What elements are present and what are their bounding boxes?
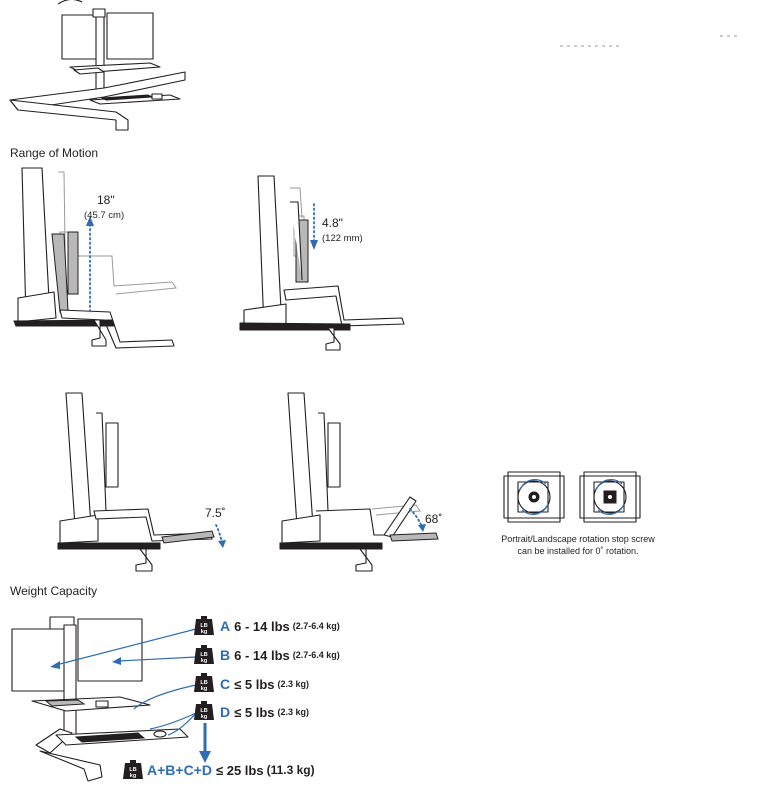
weight-capacity-illustration xyxy=(11,616,211,782)
keyboard-tilt-illustration xyxy=(57,392,226,572)
weight-metric: (2.3 kg) xyxy=(277,707,310,717)
section-title-weight-capacity: Weight Capacity xyxy=(10,584,98,598)
height-travel-value: 18" xyxy=(97,193,115,207)
keyboard-tilt-value: 7.5˚ xyxy=(205,506,226,520)
weight-metric: (2.3 kg) xyxy=(277,679,310,689)
weight-range-total: ≤ 25 lbs xyxy=(215,762,264,778)
weight-metric: (2.7-6.4 kg) xyxy=(292,621,340,631)
weight-row-c: C ≤ 5 lbs (2.3 kg) xyxy=(220,676,309,692)
surface-tilt-value: 68˚ xyxy=(425,512,443,526)
rotation-illustration xyxy=(503,471,641,523)
section-title-range-of-motion: Range of Motion xyxy=(10,146,99,160)
weight-row-d: D ≤ 5 lbs (2.3 kg) xyxy=(220,704,309,720)
rotation-caption-line2: can be installed for 0˚ rotation. xyxy=(517,546,639,556)
weight-row-a: A 6 - 14 lbs (2.7-6.4 kg) xyxy=(220,618,340,634)
weight-icon-a: LB kg xyxy=(193,614,215,636)
weight-row-total: A+B+C+D ≤ 25 lbs (11.3 kg) xyxy=(147,762,315,778)
surface-tilt-illustration xyxy=(279,392,439,572)
rotation-caption-line1: Portrait/Landscape rotation stop screw xyxy=(501,534,655,544)
weight-row-b: B 6 - 14 lbs (2.7-6.4 kg) xyxy=(220,647,340,663)
rotation-caption: Portrait/Landscape rotation stop screw c… xyxy=(488,533,668,557)
weight-letter: C xyxy=(220,676,231,692)
weight-letter: B xyxy=(220,647,231,663)
weight-icon-b: LB kg xyxy=(193,643,215,665)
top-workstation-illustration xyxy=(9,0,740,131)
weight-range: 6 - 14 lbs xyxy=(234,647,290,663)
weight-metric-total: (11.3 kg) xyxy=(266,763,315,777)
monitor-travel-value: 4.8" xyxy=(322,216,343,230)
weight-range: ≤ 5 lbs xyxy=(234,704,275,720)
weight-letter: D xyxy=(220,704,231,720)
weight-letter-total: A+B+C+D xyxy=(147,762,212,778)
weight-range: ≤ 5 lbs xyxy=(234,676,275,692)
height-travel-metric: (45.7 cm) xyxy=(84,210,125,221)
monitor-travel-metric: (122 mm) xyxy=(322,233,363,244)
weight-icon-c: LB kg xyxy=(193,671,215,693)
weight-range: 6 - 14 lbs xyxy=(234,618,290,634)
weight-letter: A xyxy=(220,618,231,634)
monitor-adjust-illustration xyxy=(239,175,405,351)
height-adjust-illustration xyxy=(13,167,177,349)
weight-metric: (2.7-6.4 kg) xyxy=(292,650,340,660)
weight-icon-total: LB kg xyxy=(122,758,144,780)
weight-icon-d: LB kg xyxy=(193,699,215,721)
